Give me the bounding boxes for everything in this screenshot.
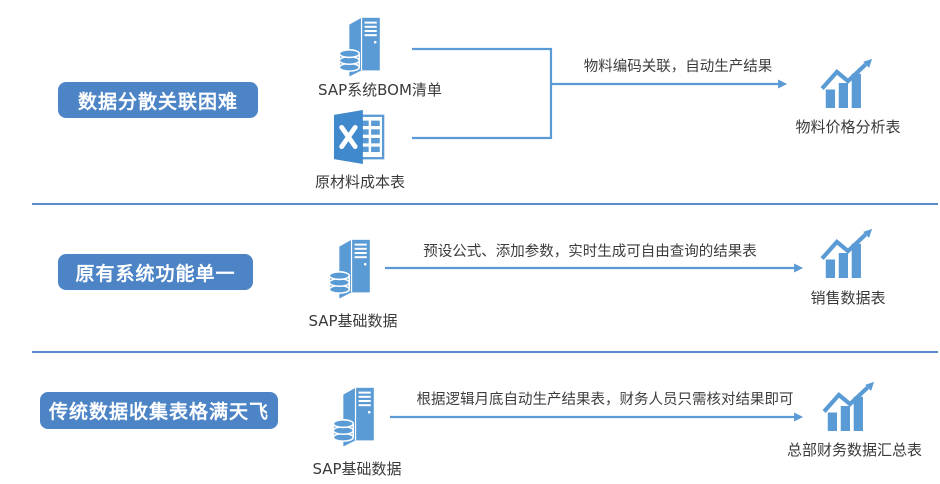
problem-box-manual-sheets: 传统数据收集表格满天飞: [40, 392, 278, 429]
database-cylinder: [328, 271, 350, 294]
rising-bar-chart-icon: [822, 381, 875, 431]
source-label: SAP基础数据: [308, 312, 398, 330]
arrow-caption: 根据逻辑月底自动生产结果表，财务人员只需核对结果即可: [416, 392, 794, 408]
source-label: SAP基础数据: [312, 460, 402, 478]
arrow-caption: 预设公式、添加参数，实时生成可自由查询的结果表: [423, 244, 757, 260]
excel-file-icon: [333, 110, 385, 164]
rising-bar-chart-icon: [820, 228, 873, 278]
rising-bar-chart-icon: [820, 58, 873, 108]
problem-box-data-scattered: 数据分散关联困难: [58, 82, 258, 118]
server-database-icon: [328, 239, 370, 299]
source-label: 原材料成本表: [314, 173, 405, 191]
server-database-icon: [338, 17, 380, 77]
database-cylinder: [338, 49, 360, 72]
result-label: 总部财务数据汇总表: [786, 441, 922, 459]
result-label: 物料价格分析表: [795, 118, 901, 136]
database-cylinder: [332, 419, 354, 442]
source-label: SAP系统BOM清单: [318, 81, 442, 99]
section-divider-2: [32, 351, 938, 353]
server-database-icon: [332, 387, 374, 447]
result-label: 销售数据表: [810, 289, 886, 307]
section-divider-1: [32, 203, 938, 205]
arrow-caption: 物料编码关联，自动生产结果: [583, 59, 773, 75]
problem-box-single-function: 原有系统功能单一: [58, 254, 253, 290]
